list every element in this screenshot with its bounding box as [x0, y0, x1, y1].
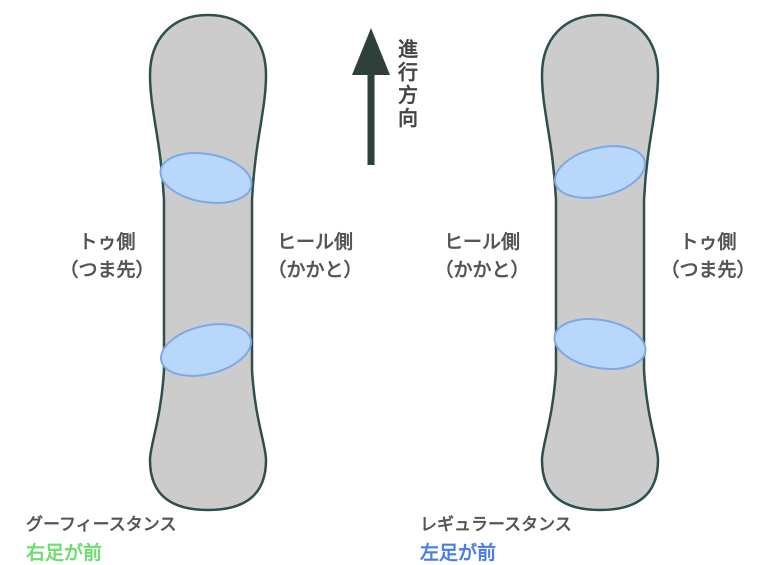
regular-heel-side-label: ヒール側 （かかと） [422, 228, 542, 284]
goofy-toe-side-text: トゥ側 [78, 231, 136, 253]
regular-stance-subtitle: 左足が前 [420, 542, 497, 564]
goofy-heel-side-text: ヒール側 [276, 231, 353, 253]
regular-toe-side-label: トゥ側 （つま先） [653, 228, 763, 284]
binding-regular-back [553, 318, 647, 370]
goofy-stance-subtitle: 右足が前 [26, 542, 103, 564]
regular-stance-title: レギュラースタンス [420, 515, 572, 535]
regular-heel-side-text: ヒール側 [443, 231, 520, 253]
regular-toe-side-text: トゥ側 [679, 231, 737, 253]
binding-goofy-back [159, 323, 253, 377]
goofy-toe-side-sub: （つま先） [59, 259, 155, 281]
goofy-toe-side-label: トゥ側 （つま先） [52, 228, 162, 284]
goofy-heel-side-label: ヒール側 （かかと） [255, 228, 375, 284]
regular-heel-side-sub: （かかと） [434, 259, 530, 281]
snowboard-goofy [148, 13, 268, 512]
goofy-stance-title: グーフィースタンス [26, 515, 177, 535]
goofy-heel-side-sub: （かかと） [267, 259, 363, 281]
snowboard-regular [540, 13, 660, 512]
direction-arrow-head [352, 28, 390, 75]
binding-goofy-front [159, 152, 253, 204]
direction-label: 進行方向 [398, 37, 418, 130]
regular-toe-side-sub: （つま先） [660, 259, 756, 281]
binding-regular-front [553, 145, 647, 199]
